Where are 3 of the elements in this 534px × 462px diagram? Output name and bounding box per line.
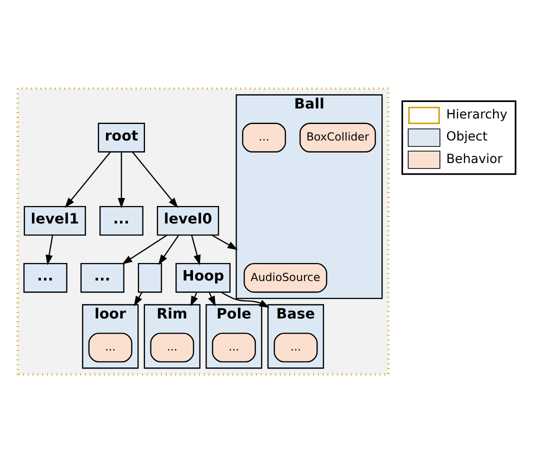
legend-label: Behavior	[446, 150, 502, 166]
legend-label: Object	[446, 128, 488, 144]
legend-label: Hierarchy	[446, 106, 508, 121]
